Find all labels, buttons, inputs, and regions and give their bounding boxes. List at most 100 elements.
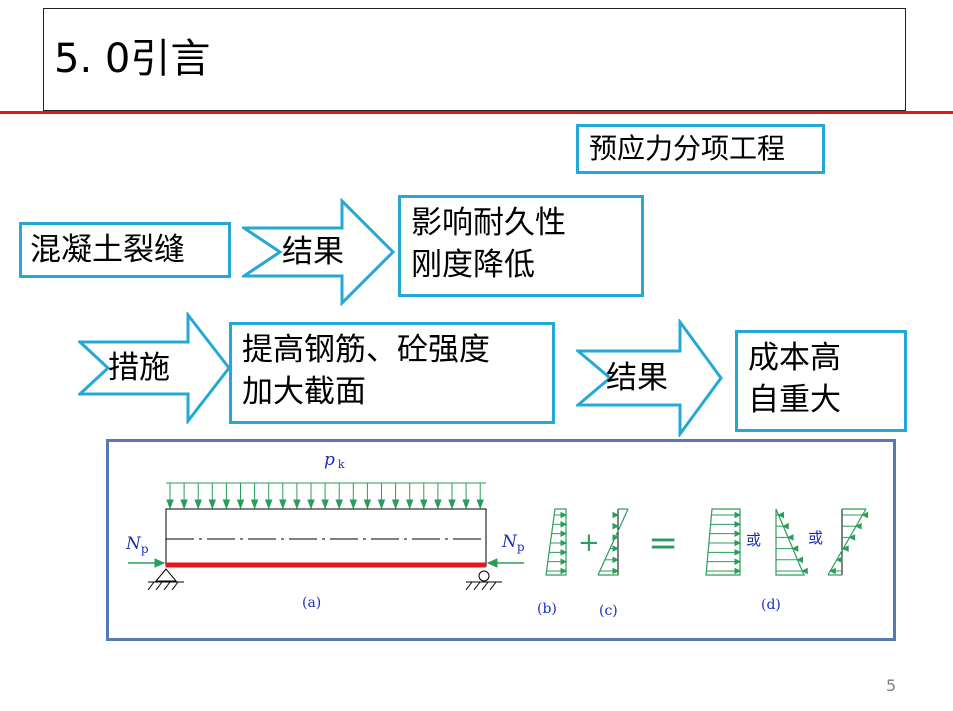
stress-arrow-d2-head: [796, 556, 804, 564]
stress-diagram-d1: [705, 508, 742, 576]
load-arrow-head: [321, 499, 329, 510]
measure-line-2: 加大截面: [242, 374, 366, 410]
stress-arrow-b-head: [560, 521, 568, 528]
stress-arrow-b-head: [560, 530, 568, 537]
stress-arrow-c-head: [612, 522, 620, 530]
stress-arrow-c-head: [612, 534, 620, 541]
cause-text: 混凝土裂缝: [30, 232, 185, 268]
measure-box: 提高钢筋、砼强度 加大截面: [229, 322, 555, 424]
label-b: (b): [537, 601, 557, 617]
outcome-box: 成本高 自重大: [735, 330, 907, 432]
cause-box: 混凝土裂缝: [19, 222, 231, 278]
load-arrow-head: [194, 499, 202, 510]
right-roller-support: [465, 570, 502, 591]
stress-diagram-d3: [827, 508, 869, 576]
effect-line-1: 影响耐久性: [411, 205, 566, 241]
stress-arrow-d3-head: [829, 567, 836, 575]
measure-line-1: 提高钢筋、砼强度: [242, 332, 490, 368]
stress-arrow-d2-head: [782, 522, 789, 530]
right-prestress-arrow: [486, 558, 524, 568]
stress-arrow-c-head: [612, 567, 620, 575]
stress-arrow-b-head: [560, 567, 568, 575]
load-arrow-head: [349, 499, 358, 510]
or-label-1: 或: [746, 531, 761, 549]
stress-arrow-c-head: [612, 511, 620, 519]
load-arrow-head: [307, 499, 315, 510]
stress-diagram-c: [597, 508, 629, 576]
plus-sign: +: [578, 528, 600, 558]
load-arrow-head: [236, 499, 245, 510]
stress-arrow-b-head: [560, 558, 568, 565]
stress-arrow-d1-head: [734, 521, 742, 528]
effect-box: 影响耐久性 刚度降低: [398, 195, 644, 297]
beam-outline: [165, 508, 487, 567]
or-label-2: 或: [808, 529, 823, 547]
load-arrow-head: [293, 499, 301, 510]
load-arrow-head: [405, 499, 414, 510]
arrow-result-2: [576, 319, 723, 437]
right-force-label: Np: [501, 532, 525, 554]
label-a: (a): [302, 595, 321, 611]
label-d: (d): [761, 597, 781, 613]
load-arrow-head: [377, 499, 386, 510]
title-underline: [0, 111, 953, 114]
stress-diagram-b: [545, 508, 568, 576]
load-arrow-head: [208, 499, 217, 510]
label-c: (c): [599, 603, 618, 619]
load-arrow-head: [264, 499, 273, 510]
stress-arrow-d1-head: [734, 511, 742, 519]
left-pin-support: [147, 568, 184, 591]
load-arrow-head: [462, 499, 470, 510]
stress-arrow-d1-head: [734, 530, 742, 537]
load-arrow-head: [222, 499, 231, 510]
stress-arrow-d3-head: [835, 556, 843, 564]
stress-arrow-d2-head: [777, 511, 785, 519]
stress-arrow-d2-head: [791, 545, 799, 552]
page-number: 5: [886, 676, 897, 695]
load-arrow-head: [279, 499, 287, 510]
load-arrow-head: [448, 499, 456, 510]
arrow-label-result-1: 结果: [282, 234, 344, 270]
outcome-line-1: 成本高: [748, 340, 841, 376]
arrow-label-result-2: 结果: [606, 360, 668, 396]
load-arrow-head: [335, 499, 343, 510]
load-arrow-head: [363, 499, 372, 510]
stress-arrow-d2-head: [801, 567, 808, 575]
effect-line-2: 刚度降低: [411, 247, 535, 283]
arrow-result-1: [242, 198, 396, 306]
arrow-measures: [78, 312, 231, 424]
outcome-line-2: 自重大: [748, 382, 841, 418]
stress-arrow-d1-head: [734, 558, 742, 565]
stress-arrow-d1-head: [734, 567, 742, 575]
load-arrow-head: [420, 499, 428, 510]
equals-sign: =: [648, 523, 678, 564]
left-prestress-arrow: [128, 558, 166, 568]
stress-arrow-b-head: [560, 511, 568, 519]
stress-arrow-d1-head: [734, 539, 742, 547]
left-force-label: Np: [125, 534, 149, 556]
slide-title: 5. 0引言: [54, 36, 211, 82]
stress-arrow-d2-head: [786, 534, 794, 541]
topic-text: 预应力分项工程: [589, 132, 786, 165]
stress-arrow-d3-head: [854, 522, 862, 530]
stress-arrow-d1-head: [734, 549, 742, 556]
arrow-label-measures: 措施: [108, 350, 170, 386]
title-box: [43, 8, 906, 111]
load-arrow-head: [250, 499, 259, 510]
figure-frame: [106, 439, 896, 641]
distributed-load-arrows: [166, 482, 486, 510]
load-arrow-head: [180, 499, 188, 510]
stress-arrow-b-head: [560, 549, 568, 556]
load-arrow-head: [434, 499, 442, 510]
stress-arrow-c-head: [612, 556, 620, 564]
stress-arrow-b-head: [560, 539, 568, 547]
stress-arrow-d3-head: [861, 511, 869, 519]
stress-arrow-d3-head: [842, 545, 849, 552]
topic-box: 预应力分项工程: [576, 124, 825, 174]
stress-diagram-d2: [775, 508, 808, 576]
load-arrow-head: [166, 499, 174, 510]
load-arrow-head: [476, 499, 484, 510]
stress-arrow-c-head: [612, 545, 620, 552]
